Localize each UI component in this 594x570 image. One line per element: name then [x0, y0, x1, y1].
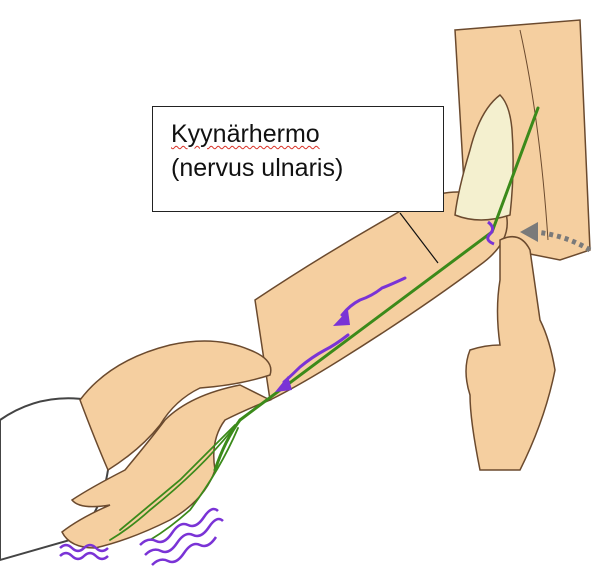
tapping-hand [466, 237, 555, 470]
nerve-label-box: Kyynärhermo (nervus ulnaris) [152, 106, 444, 212]
label-finnish-name: Kyynärhermo [171, 117, 443, 151]
label-latin-name: (nervus ulnaris) [171, 151, 443, 185]
